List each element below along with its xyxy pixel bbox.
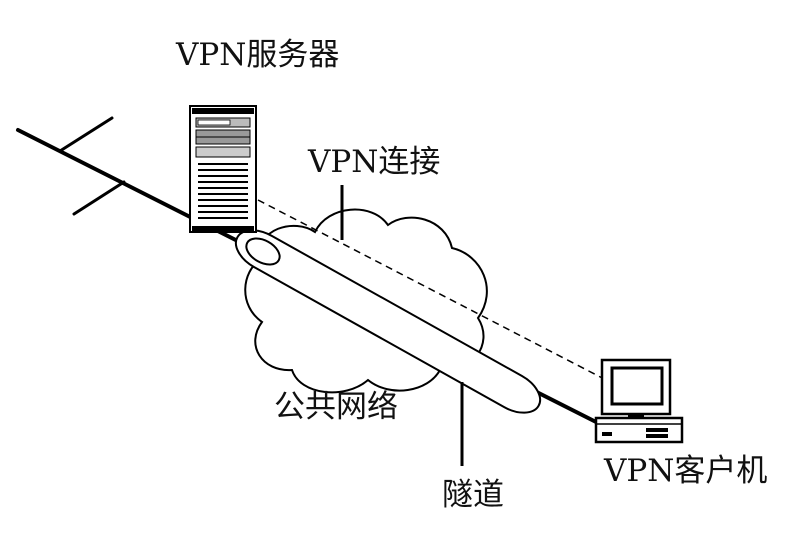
tunnel-label: 隧道 [442, 477, 504, 513]
vpn-server-label: VPN服务器 [176, 37, 340, 73]
branch-line-upper [58, 116, 114, 153]
branch-line-lower [72, 180, 126, 216]
public-network-label: 公共网络 [274, 389, 398, 425]
desktop-computer-icon [594, 358, 684, 444]
vpn-connection-dashed-line [257, 199, 611, 383]
vpn-client-label: VPN客户机 [604, 453, 768, 489]
server-tower-icon [189, 105, 257, 233]
vpn-connection-label: VPN连接 [308, 144, 441, 180]
